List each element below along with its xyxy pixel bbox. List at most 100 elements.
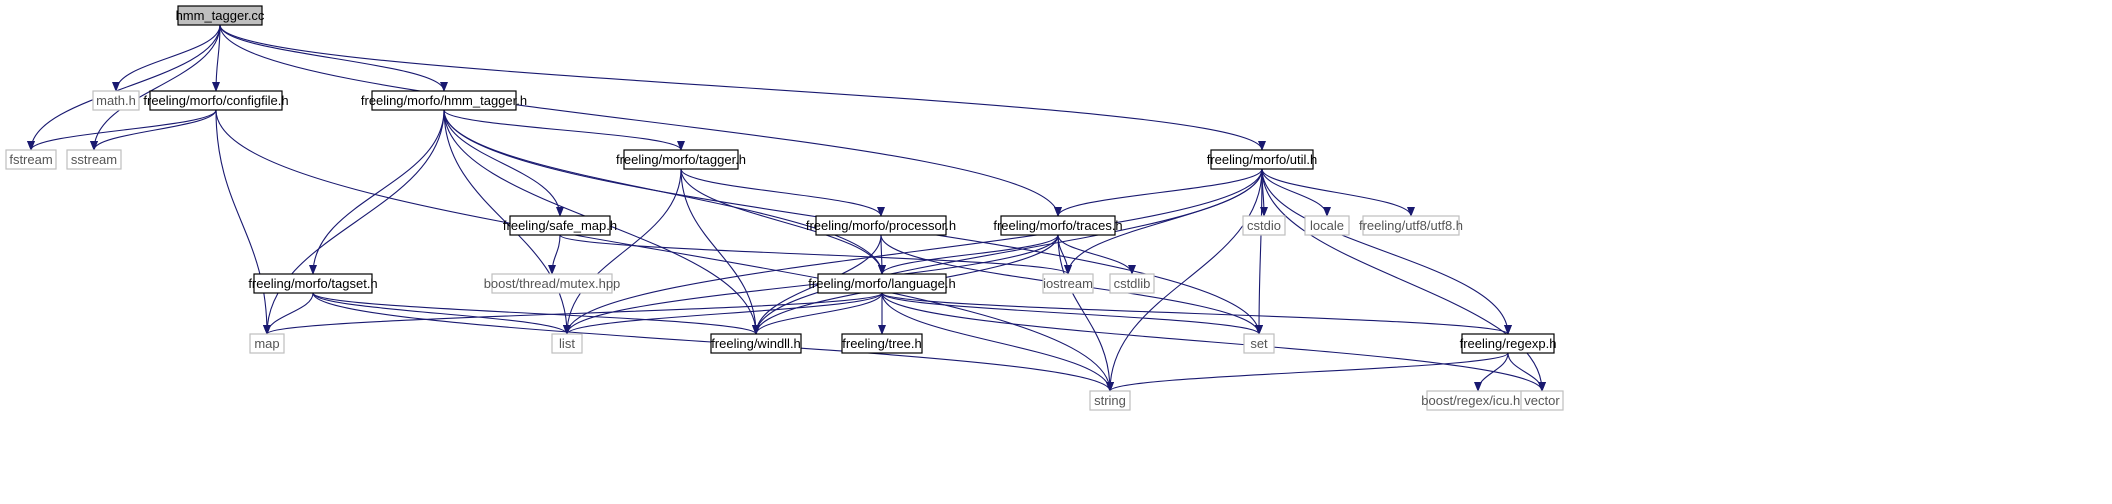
node-utf8-h: freeling/utf8/utf8.h (1359, 215, 1463, 236)
node-fstream: fstream (5, 149, 57, 170)
edge-hmm_tagger_h-to-list (443, 109, 571, 335)
node-box (1089, 390, 1131, 411)
edge-regexp_h-to-vector (1507, 352, 1546, 392)
edge-hmm_tagger_h-to-tagset_h (309, 109, 445, 275)
edge-traces_h-to-string (1057, 234, 1114, 392)
edges-layer (27, 24, 1546, 392)
edge-language_h-to-string (881, 292, 1114, 392)
edge-safe_map_h-to-mutex_hpp (548, 234, 561, 275)
node-util-h[interactable]: freeling/morfo/util.h (1207, 149, 1318, 170)
node-iostream: iostream (1042, 273, 1094, 294)
node-box (1210, 149, 1314, 170)
edge-language_h-to-regexp_h (881, 292, 1512, 335)
edge-util_h-to-windll_h (752, 168, 1263, 335)
edge-tagset_h-to-windll_h (312, 292, 760, 335)
node-label: freeling/safe_map.h (503, 218, 617, 233)
node-mutex-hpp: boost/thread/mutex.hpp (484, 273, 621, 294)
node-box (149, 90, 283, 111)
node-label: freeling/morfo/language.h (808, 276, 955, 291)
edge-util_h-to-traces_h (1054, 168, 1263, 217)
edge-util_h-to-set (1255, 168, 1264, 335)
node-label: map (254, 336, 279, 351)
node-box (1109, 273, 1155, 294)
node-tree-h[interactable]: freeling/tree.h (841, 333, 923, 354)
edge-tagset_h-to-list (312, 292, 571, 335)
node-label: freeling/windll.h (711, 336, 801, 351)
node-label: freeling/utf8/utf8.h (1359, 218, 1463, 233)
edge-hmm_tagger_h-to-safe_map_h (443, 109, 564, 217)
node-tagger-h[interactable]: freeling/morfo/tagger.h (616, 149, 746, 170)
node-label: freeling/morfo/tagger.h (616, 152, 746, 167)
node-hmm-tagger-cc[interactable]: hmm_tagger.cc (176, 5, 265, 26)
node-label: freeling/morfo/configfile.h (143, 93, 288, 108)
node-box (817, 273, 947, 294)
edge-configfile_h-to-fstream (27, 109, 217, 151)
node-box (491, 273, 613, 294)
node-map: map (249, 333, 285, 354)
node-locale: locale (1304, 215, 1350, 236)
node-configfile-h[interactable]: freeling/morfo/configfile.h (143, 90, 289, 111)
node-label: string (1094, 393, 1126, 408)
edge-hmm_tagger_cc-to-configfile_h (212, 24, 221, 92)
edge-traces_h-to-language_h (878, 234, 1059, 275)
edge-hmm_tagger_cc-to-sstream (90, 24, 221, 151)
node-icu-hpp: boost/regex/icu.hpp (1421, 390, 1535, 411)
node-box (710, 333, 802, 354)
edge-tagger_h-to-windll_h (680, 168, 760, 335)
node-traces-h[interactable]: freeling/morfo/traces.h (993, 215, 1123, 236)
node-list: list (551, 333, 583, 354)
node-box (1362, 215, 1460, 236)
node-label: fstream (9, 152, 52, 167)
node-label: set (1250, 336, 1268, 351)
node-box (1242, 215, 1286, 236)
node-box (1520, 390, 1564, 411)
node-label: boost/thread/mutex.hpp (484, 276, 621, 291)
edge-util_h-to-regexp_h (1261, 168, 1512, 335)
node-box (1304, 215, 1350, 236)
edge-configfile_h-to-sstream (90, 109, 217, 151)
node-sstream: sstream (66, 149, 122, 170)
node-box (5, 149, 57, 170)
node-label: freeling/tree.h (842, 336, 922, 351)
edge-util_h-to-list (563, 168, 1263, 335)
node-box (841, 333, 923, 354)
edge-traces_h-to-cstdlib (1057, 234, 1136, 275)
edge-language_h-to-list (563, 292, 883, 335)
node-windll-h[interactable]: freeling/windll.h (710, 333, 802, 354)
node-box (551, 333, 583, 354)
edge-util_h-to-locale (1261, 168, 1331, 217)
node-language-h[interactable]: freeling/morfo/language.h (808, 273, 956, 294)
node-box (1000, 215, 1116, 236)
node-box (253, 273, 373, 294)
node-cstdlib: cstdlib (1109, 273, 1155, 294)
edge-traces_h-to-list (563, 234, 1059, 335)
node-processor-h[interactable]: freeling/morfo/processor.h (806, 215, 956, 236)
node-hmm-tagger-h[interactable]: freeling/morfo/hmm_tagger.h (361, 90, 527, 111)
edge-util_h-to-vector (1261, 168, 1546, 392)
edge-regexp_h-to-icu_hpp (1474, 352, 1509, 392)
node-vector: vector (1520, 390, 1564, 411)
node-safe-map-h[interactable]: freeling/safe_map.h (503, 215, 617, 236)
edge-language_h-to-windll_h (752, 292, 883, 335)
node-string: string (1089, 390, 1131, 411)
node-label: cstdlib (1114, 276, 1151, 291)
edge-hmm_tagger_h-to-tagger_h (443, 109, 685, 151)
node-set: set (1243, 333, 1275, 354)
node-box (1042, 273, 1094, 294)
node-box (371, 90, 517, 111)
node-label: locale (1310, 218, 1344, 233)
edge-hmm_tagger_cc-to-hmm_tagger_h (219, 24, 448, 92)
node-box (1461, 333, 1555, 354)
edge-language_h-to-set (881, 292, 1263, 335)
node-label: hmm_tagger.cc (176, 8, 265, 23)
edge-hmm_tagger_h-to-map (263, 109, 445, 335)
edge-regexp_h-to-string (1106, 352, 1509, 392)
node-box (92, 90, 140, 111)
node-regexp-h[interactable]: freeling/regexp.h (1460, 333, 1557, 354)
node-box (623, 149, 739, 170)
node-math-h: math.h (92, 90, 140, 111)
edge-hmm_tagger_cc-to-util_h (219, 24, 1266, 151)
node-tagset-h[interactable]: freeling/morfo/tagset.h (248, 273, 378, 294)
